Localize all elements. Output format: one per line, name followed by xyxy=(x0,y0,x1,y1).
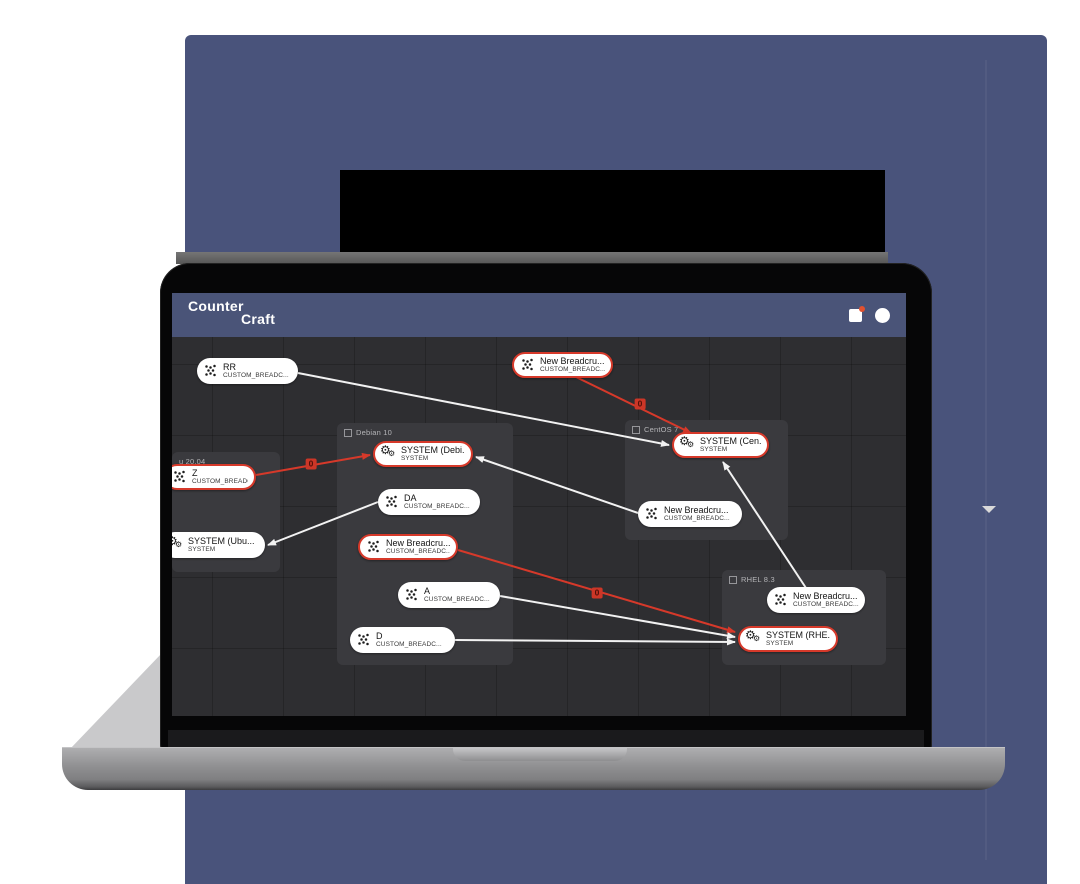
logo-line1: Counter xyxy=(188,298,244,314)
countercraft-logo: Counter Craft xyxy=(188,298,276,327)
laptop-bezel-chin xyxy=(168,730,924,747)
breadcrumb-dots-icon xyxy=(173,470,187,484)
node-subtitle: CUSTOM_BREADC... xyxy=(223,372,289,379)
node-sys_cen[interactable]: ⚙⚙ SYSTEM (Cen...SYSTEM xyxy=(672,432,769,458)
edge-nb_top-to-sys_cen xyxy=(575,376,692,434)
node-title: SYSTEM (Debi... xyxy=(401,445,465,455)
node-title: New Breadcru... xyxy=(540,356,605,366)
node-nb_top[interactable]: New Breadcru...CUSTOM_BREADC... xyxy=(512,352,613,378)
profile-circle-icon[interactable] xyxy=(875,308,890,323)
edge-d-to-sys_rhe xyxy=(454,638,736,646)
edge-nb_centos-to-sys_debi xyxy=(475,456,639,514)
edge-da-to-sys_ubu xyxy=(267,501,379,546)
node-subtitle: SYSTEM xyxy=(401,455,429,462)
node-nb_debian[interactable]: New Breadcru...CUSTOM_BREADC... xyxy=(358,534,458,560)
node-title: A xyxy=(424,586,431,596)
edge-rr-to-sys_cen xyxy=(297,372,670,447)
edges-layer xyxy=(255,372,807,646)
node-subtitle: CUSTOM_BREADC... xyxy=(386,548,450,555)
backdrop-glare xyxy=(985,60,987,860)
group-checkbox-icon[interactable] xyxy=(344,428,352,437)
edge-nb_rhel-to-sys_cen xyxy=(722,461,807,589)
node-subtitle: SYSTEM xyxy=(188,546,216,553)
node-nb_centos[interactable]: New Breadcru...CUSTOM_BREADC... xyxy=(638,501,742,527)
background-window-toolbar xyxy=(176,252,996,513)
group-label: u 20.04 xyxy=(179,457,206,466)
group-label: CentOS 7 xyxy=(644,425,679,434)
breadcrumb-dots-icon xyxy=(645,507,659,521)
gears-icon: ⚙⚙ xyxy=(172,534,183,549)
gears-icon: ⚙⚙ xyxy=(380,443,396,458)
node-title: SYSTEM (Ubu... xyxy=(188,536,255,546)
node-subtitle: CUSTOM_BREADC... xyxy=(192,478,248,485)
node-sys_ubu[interactable]: ⚙⚙ SYSTEM (Ubu...SYSTEM xyxy=(172,532,265,558)
node-title: SYSTEM (RHE... xyxy=(766,630,830,640)
node-subtitle: CUSTOM_BREADC... xyxy=(540,366,605,373)
node-subtitle: CUSTOM_BREADC... xyxy=(424,596,490,603)
edge-count-badge: 0 xyxy=(591,587,603,599)
group-checkbox-icon[interactable] xyxy=(729,575,737,584)
group-label: RHEL 8.3 xyxy=(741,575,775,584)
node-nb_rhel[interactable]: New Breadcru...CUSTOM_BREADC... xyxy=(767,587,865,613)
edge-a-to-sys_rhe xyxy=(499,595,736,640)
group-checkbox-icon[interactable] xyxy=(632,425,640,434)
logo-line2: Craft xyxy=(241,311,276,327)
edge-count-badge: 0 xyxy=(634,398,646,410)
app-screen: Counter Craft u 20.04 Debian 10 CentOS 7 RH… xyxy=(172,293,906,716)
node-subtitle: CUSTOM_BREADC... xyxy=(404,503,470,510)
node-title: Z xyxy=(192,468,198,478)
breadcrumb-dots-icon xyxy=(367,540,381,554)
laptop-base xyxy=(62,747,1005,790)
app-header: Counter Craft xyxy=(172,293,906,337)
node-sys_rhe[interactable]: ⚙⚙ SYSTEM (RHE...SYSTEM xyxy=(738,626,838,652)
gears-icon: ⚙⚙ xyxy=(745,628,761,643)
breadcrumb-dots-icon xyxy=(405,588,419,602)
gears-icon: ⚙⚙ xyxy=(679,434,695,449)
edge-count-badge: 0 xyxy=(305,458,317,470)
notification-dot xyxy=(859,306,865,312)
node-title: New Breadcru... xyxy=(386,538,450,548)
laptop-base-notch xyxy=(453,748,627,761)
background-window xyxy=(340,170,885,252)
node-subtitle: CUSTOM_BREADC... xyxy=(664,515,730,522)
breadcrumb-dots-icon xyxy=(357,633,371,647)
node-title: DA xyxy=(404,493,417,503)
breadcrumb-dots-icon xyxy=(521,358,535,372)
node-z[interactable]: ZCUSTOM_BREADC... xyxy=(172,464,256,490)
breadcrumb-dots-icon xyxy=(204,364,218,378)
notification-square-icon[interactable] xyxy=(849,306,865,322)
laptop-left-reflection xyxy=(70,653,162,749)
node-title: SYSTEM (Cen... xyxy=(700,436,761,446)
breadcrumb-dots-icon xyxy=(774,593,788,607)
node-title: D xyxy=(376,631,383,641)
dropdown-arrow-icon xyxy=(982,506,996,513)
node-title: New Breadcru... xyxy=(664,505,729,515)
node-subtitle: CUSTOM_BREADC... xyxy=(376,641,442,648)
node-sys_debi[interactable]: ⚙⚙ SYSTEM (Debi...SYSTEM xyxy=(373,441,473,467)
node-title: RR xyxy=(223,362,236,372)
node-subtitle: SYSTEM xyxy=(766,640,794,647)
group-label: Debian 10 xyxy=(356,428,392,437)
node-subtitle: SYSTEM xyxy=(700,446,728,453)
node-title: New Breadcru... xyxy=(793,591,858,601)
breadcrumb-dots-icon xyxy=(385,495,399,509)
node-subtitle: CUSTOM_BREADC... xyxy=(793,601,859,608)
